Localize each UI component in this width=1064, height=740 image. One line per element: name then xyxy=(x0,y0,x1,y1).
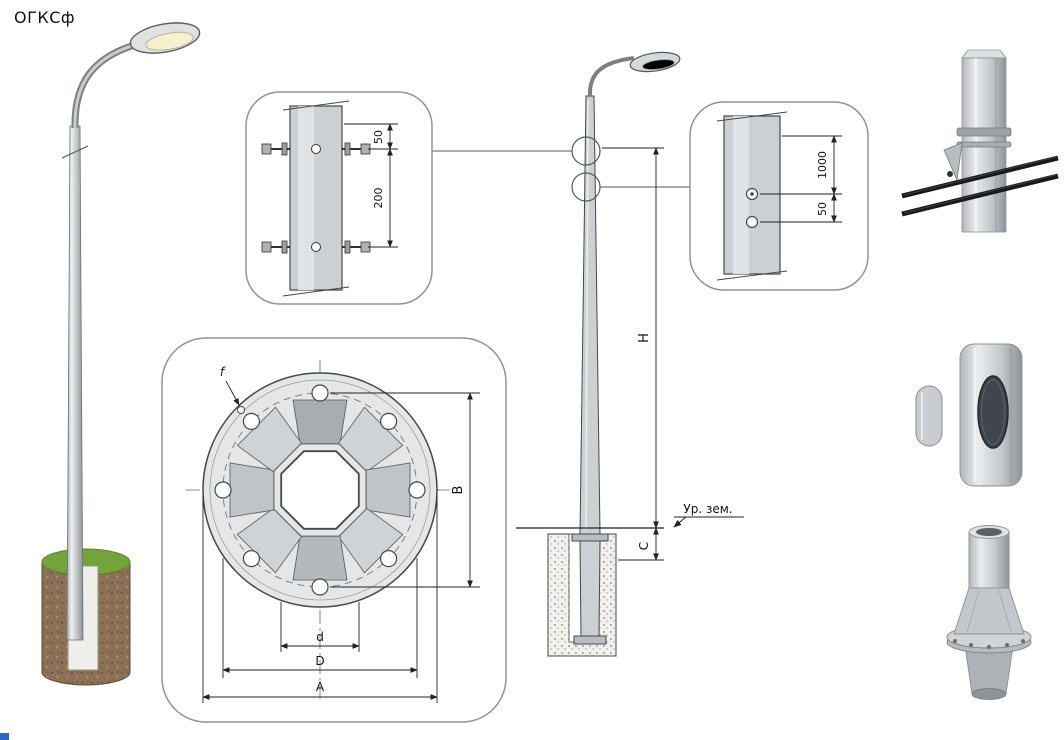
foundation-3d xyxy=(41,548,131,686)
dim-1000-label: 1000 xyxy=(816,151,829,179)
embedded-shaft xyxy=(579,540,601,637)
base-flange-elevation xyxy=(571,533,609,542)
dimension-50-top-right: 50 xyxy=(760,193,842,223)
luminaire-3d xyxy=(129,22,201,54)
break-line-top xyxy=(282,100,350,111)
dim-B-label: B xyxy=(451,486,466,495)
ground-level-label: Ур. зем. xyxy=(683,502,732,516)
luminaire-elevation xyxy=(629,51,681,73)
dim-200-label: 200 xyxy=(372,188,385,209)
flange-bolts xyxy=(953,639,1025,649)
suspension-clamp xyxy=(943,142,963,182)
callout-top-center: 50 200 xyxy=(245,91,433,305)
clamp-bolt-row-1 xyxy=(261,142,371,156)
dimension-f: f xyxy=(220,365,240,406)
central-octagon-hole xyxy=(280,450,360,530)
break-line-top xyxy=(716,111,788,122)
bolt-holes xyxy=(214,384,426,596)
dimension-C: C xyxy=(618,527,664,561)
clamp-bolt-row-2 xyxy=(261,240,371,254)
pole-3d-view xyxy=(41,22,201,686)
bottom-plate-elevation xyxy=(573,635,607,645)
dimension-H: H xyxy=(602,147,664,529)
socket-outline xyxy=(273,443,367,537)
ground-level-label-group: Ур. зем. xyxy=(673,502,744,528)
base-cone xyxy=(953,587,1025,635)
dim-50-label: 50 xyxy=(372,130,385,144)
clamp-link xyxy=(947,171,953,177)
dim-d-label: d xyxy=(316,630,324,644)
dim-H-label: H xyxy=(637,333,652,343)
dim-f-label: f xyxy=(220,365,226,379)
pole-shaft-3d xyxy=(66,125,84,641)
pole-arm-elevation xyxy=(587,56,635,97)
dimension-50-top-center: 50 xyxy=(344,123,398,150)
dimension-B: B xyxy=(330,392,480,588)
cable-clamp-3d-view xyxy=(901,49,1059,233)
foundation-elevation xyxy=(547,533,617,657)
break-line-bottom xyxy=(282,286,350,297)
clamp-band-upper xyxy=(956,127,1012,137)
base-tube xyxy=(968,531,1010,589)
dimension-1000-top-right: 1000 xyxy=(760,135,842,195)
dimension-200-top-center: 200 xyxy=(368,148,398,248)
tube-mouth xyxy=(976,528,1002,536)
bolt-hole-lower xyxy=(745,215,759,229)
dim-C-label: C xyxy=(637,542,651,550)
dim-50-label: 50 xyxy=(816,202,829,216)
pole-elevation-view: Ур. зем. H C xyxy=(432,51,744,657)
pole-section xyxy=(289,105,343,291)
dimension-A: A xyxy=(202,496,438,703)
drawing-title: ОГКСф xyxy=(14,8,76,27)
pole-shaft-elevation xyxy=(579,95,601,535)
dim-A-label: A xyxy=(316,680,325,694)
small-hole-f xyxy=(237,406,245,414)
flange-base-3d-view xyxy=(946,525,1032,700)
dimension-D: D xyxy=(222,558,418,678)
flange-plan-callout: f B d D xyxy=(161,337,507,723)
dim-D-label: D xyxy=(315,654,324,668)
dimension-d: d xyxy=(280,602,360,652)
clamp-band-lower xyxy=(956,141,1012,148)
cable-1 xyxy=(901,155,1059,199)
break-mark xyxy=(61,145,89,159)
break-line-bottom xyxy=(716,270,788,281)
cable-2 xyxy=(901,173,1059,217)
door-cutout xyxy=(977,375,1009,449)
callout-top-right: 1000 50 xyxy=(689,101,869,291)
access-door-3d-view xyxy=(915,343,1023,487)
corner-mark xyxy=(0,733,9,740)
door-plate xyxy=(915,385,943,447)
